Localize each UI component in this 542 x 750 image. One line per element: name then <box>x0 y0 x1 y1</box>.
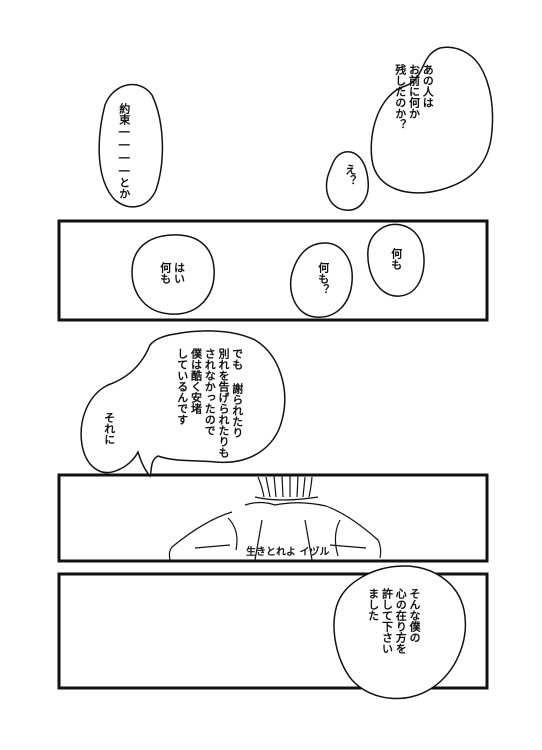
text-promise: 約束――――とか <box>117 103 131 199</box>
balloon-nanimo-q <box>289 242 353 318</box>
panel-frame-2 <box>57 219 489 322</box>
text-soreni: それに <box>102 412 116 445</box>
text-eh: え？ <box>343 164 357 186</box>
panel-frame-3 <box>57 473 489 563</box>
caption-ikiteyo: 生きとれよ イヅル <box>246 547 330 558</box>
balloon-eh <box>325 151 369 211</box>
balloon-nani <box>367 223 425 297</box>
text-hai: はい 何も <box>158 262 186 284</box>
balloon-sonna <box>333 565 467 700</box>
text-nani: 何も <box>389 248 403 270</box>
balloon-hai <box>131 234 215 315</box>
text-demo: でも 謝られたり 別れを告げられたりも されなかったので 僕は酷く安堵 している… <box>175 348 244 458</box>
back-figure-drawing <box>168 475 382 561</box>
balloon-demo-soreni <box>80 330 286 478</box>
text-nanimo-q: 何も？ <box>316 262 330 295</box>
balloon-that-person <box>370 46 494 194</box>
text-sonna: そんな僕の 心の在り方を 許して下さい ました <box>366 588 421 654</box>
panel-frame-4 <box>57 572 489 690</box>
text-that-person: あの人は お前に何か 残したのか？ <box>393 64 435 130</box>
balloon-promise <box>98 83 164 208</box>
